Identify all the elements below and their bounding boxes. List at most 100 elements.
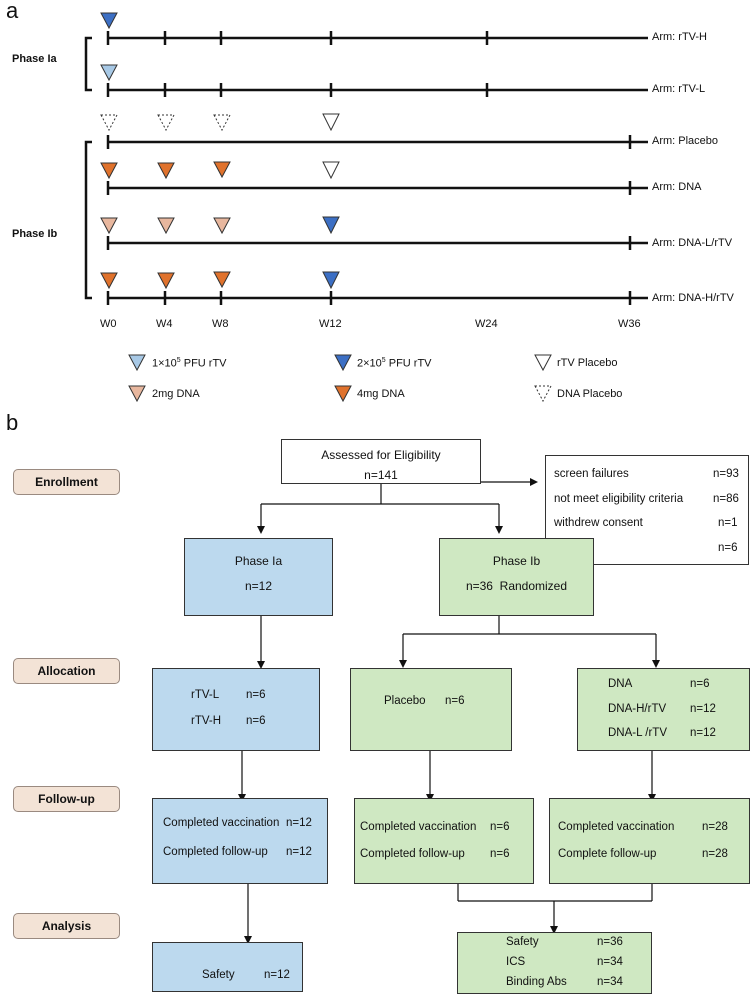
- exclusion-n: n=93: [713, 468, 739, 480]
- allocation-ia-box: rTV-L n=6 rTV-H n=6: [152, 668, 320, 751]
- rtv-high-icon: [322, 216, 340, 235]
- analysis-n: n=36: [597, 936, 623, 948]
- dose-markers: [100, 12, 340, 290]
- legend-dna-4mg-icon: [334, 385, 352, 403]
- legend-dna-placebo-icon: [534, 385, 552, 403]
- legend-rtv-low-label: 1×105 PFU rTV: [152, 357, 227, 370]
- arm-label-dna-h-rtv: Arm: DNA-H/rTV: [652, 292, 734, 304]
- analysis-label: Binding Abs: [506, 976, 567, 988]
- legend-rtv-high-label: 2×105 PFU rTV: [357, 357, 432, 370]
- legend-rtv-high-icon: [334, 354, 352, 372]
- phase-ia-bracket: [84, 36, 92, 92]
- exclusion-label: withdrew consent: [554, 517, 643, 529]
- timeline-diagram: [84, 12, 648, 403]
- week-label-w8: W8: [212, 318, 229, 330]
- analysis-n: n=34: [597, 956, 623, 968]
- phase-ia-box: Phase Ia n=12: [184, 538, 333, 616]
- legend-dna-placebo-label: DNA Placebo: [557, 388, 623, 400]
- dna-2mg-icon: [213, 217, 231, 235]
- exclusion-n: n=86: [713, 493, 739, 505]
- rtv-low-icon: [100, 64, 118, 82]
- analysis-label: Safety: [506, 936, 539, 948]
- stage-analysis: Analysis: [13, 913, 120, 939]
- alloc-n: n=12: [690, 703, 716, 715]
- analysis-n: n=12: [264, 969, 290, 981]
- week-label-w0: W0: [100, 318, 117, 330]
- dna-4mg-icon: [100, 162, 118, 180]
- analysis-ib-box: Safety n=36 ICS n=34 Binding Abs n=34: [457, 932, 652, 994]
- stage-follow-up: Follow-up: [13, 786, 120, 812]
- follow-label: Completed vaccination: [558, 821, 675, 833]
- follow-up-placebo-box: Completed vaccination n=6 Completed foll…: [354, 798, 534, 884]
- phase-ib-n: n=36 Randomized: [465, 579, 568, 593]
- dna-4mg-icon: [157, 272, 175, 290]
- follow-up-dna-box: Completed vaccination n=28 Complete foll…: [549, 798, 750, 884]
- alloc-label: DNA-L /rTV: [608, 727, 667, 739]
- arm-label-placebo: Arm: Placebo: [652, 135, 719, 147]
- follow-label: Completed vaccination: [360, 821, 477, 833]
- alloc-label: rTV-H: [191, 715, 222, 727]
- arm-lines: [108, 36, 648, 300]
- alloc-label: Placebo: [384, 695, 426, 707]
- alloc-label: rTV-L: [191, 689, 220, 701]
- follow-label: Completed follow-up: [360, 848, 465, 860]
- stage-enrollment: Enrollment: [13, 469, 120, 495]
- follow-n: n=12: [286, 817, 312, 829]
- assessed-n: n=141: [364, 468, 398, 482]
- analysis-label: Safety: [202, 969, 235, 981]
- legend-rtv-placebo-icon: [534, 354, 552, 372]
- panel-b-label: b: [6, 410, 19, 435]
- assessed-title: Assessed for Eligibility: [321, 448, 441, 462]
- rtv-high-icon: [100, 12, 118, 30]
- panel-a-label: a: [6, 0, 19, 23]
- stage-allocation: Allocation: [13, 658, 120, 684]
- flow-connectors: [238, 464, 660, 944]
- follow-label: Completed vaccination: [163, 817, 280, 829]
- legend-dna-2mg-label: 2mg DNA: [152, 388, 200, 400]
- phase-ib-box: Phase Ib n=36 Randomized: [439, 538, 594, 616]
- dna-4mg-icon: [157, 162, 175, 180]
- dna-2mg-icon: [157, 217, 175, 235]
- follow-up-ia-box: Completed vaccination n=12 Completed fol…: [152, 798, 328, 884]
- alloc-n: n=6: [445, 695, 465, 707]
- dna-4mg-icon: [100, 272, 118, 290]
- rtv-placebo-icon: [322, 113, 340, 132]
- week-ticks: [106, 31, 632, 305]
- alloc-n: n=6: [690, 678, 710, 690]
- dna-placebo-icon: [100, 114, 118, 132]
- legend-icons: [128, 354, 552, 403]
- exclusion-n: n=6: [718, 542, 738, 554]
- legend-rtv-low-icon: [128, 354, 146, 372]
- week-label-w4: W4: [156, 318, 173, 330]
- phase-ia-label: Phase Ia: [12, 53, 57, 65]
- alloc-label: DNA: [608, 678, 633, 690]
- alloc-n: n=12: [690, 727, 716, 739]
- phase-ib-bracket: [84, 140, 92, 300]
- exclusion-label: not meet eligibility criteria: [554, 493, 684, 505]
- arm-label-dna: Arm: DNA: [652, 181, 702, 193]
- dna-4mg-icon: [213, 161, 231, 179]
- arm-label-rtv-h: Arm: rTV-H: [652, 31, 707, 43]
- follow-n: n=6: [490, 821, 510, 833]
- assessed-box: Assessed for Eligibility n=141: [281, 439, 481, 484]
- arm-label-dna-l-rtv: Arm: DNA-L/rTV: [652, 237, 733, 249]
- week-label-w36: W36: [618, 318, 641, 330]
- exclusion-n: n=1: [718, 517, 738, 529]
- follow-label: Completed follow-up: [163, 846, 268, 858]
- dna-placebo-icon: [157, 114, 175, 132]
- alloc-n: n=6: [246, 689, 266, 701]
- analysis-n: n=34: [597, 976, 623, 988]
- analysis-label: ICS: [506, 956, 526, 968]
- exclusion-label: screen failures: [554, 468, 629, 480]
- rtv-placebo-icon: [322, 161, 340, 180]
- analysis-ia-box: Safety n=12: [152, 942, 303, 992]
- phase-ib-title: Phase Ib: [492, 554, 541, 568]
- allocation-placebo-box: Placebo n=6: [350, 668, 512, 751]
- phase-ia-n: n=12: [244, 579, 273, 593]
- dna-placebo-icon: [213, 114, 231, 132]
- follow-n: n=28: [702, 821, 728, 833]
- alloc-label: DNA-H/rTV: [608, 703, 667, 715]
- week-label-w12: W12: [319, 318, 342, 330]
- allocation-dna-box: DNA n=6 DNA-H/rTV n=12 DNA-L /rTV n=12: [577, 668, 750, 751]
- alloc-n: n=6: [246, 715, 266, 727]
